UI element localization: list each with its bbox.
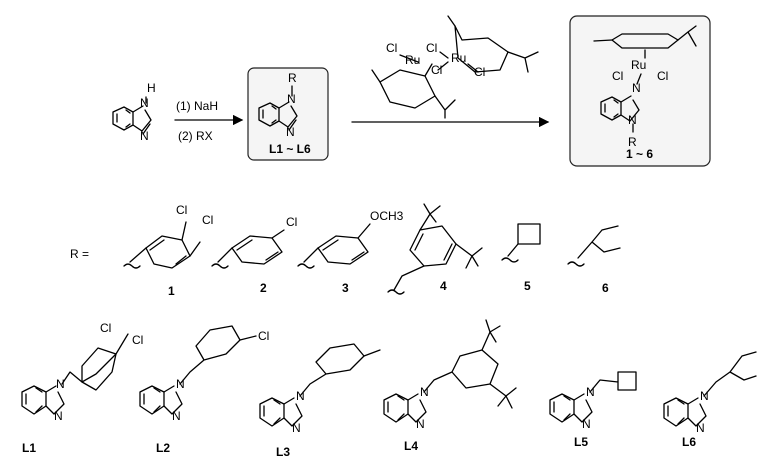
atom-cl: Cl (202, 213, 213, 227)
ru-complex-structure: Ru Cl Cl N N R (593, 25, 697, 149)
complex-box (569, 15, 711, 167)
ligand-box (247, 67, 329, 161)
atom-cl: Cl (132, 333, 143, 347)
ligand-l1: N N Cl Cl (21, 321, 143, 423)
atom-n: N (56, 377, 65, 391)
atom-cl: Cl (286, 215, 297, 229)
ligand-l6: N N (663, 351, 757, 435)
atom-och3: OCH3 (370, 209, 404, 223)
atom-r: R (628, 135, 637, 149)
atom-n: N (172, 409, 181, 423)
atom-n: N (292, 421, 301, 435)
atom-cl-left: Cl (612, 69, 623, 83)
substituent-2: Cl (211, 215, 297, 269)
substituent-5 (501, 223, 541, 263)
atom-ru-b: Ru (451, 51, 466, 65)
atom-ru: Ru (631, 58, 646, 72)
atom-r: R (288, 71, 297, 85)
atom-n: N (696, 421, 705, 435)
substituent-2-label: 2 (260, 281, 267, 295)
atom-cl-b: Cl (426, 41, 437, 55)
ligand-l5: N N (549, 371, 637, 431)
substituent-5-label: 5 (524, 279, 531, 293)
atom-n: N (420, 385, 429, 399)
ligand-range-label: L1 ~ L6 (269, 142, 311, 156)
atom-h: H (147, 81, 156, 95)
atom-n1: N (628, 113, 637, 127)
atom-ru-a: Ru (405, 53, 420, 67)
substituent-1: Cl Cl (123, 203, 213, 269)
substituent-4 (387, 203, 483, 295)
ligand-l4-label: L4 (404, 439, 418, 453)
substituent-6-label: 6 (602, 281, 609, 295)
atom-cl-right: Cl (657, 69, 668, 83)
substituent-3: OCH3 (297, 209, 404, 269)
atom-n3: N (140, 129, 149, 143)
ligand-l4: N N (383, 319, 517, 431)
atom-n: N (54, 409, 63, 423)
ligand-l6-label: L6 (682, 435, 696, 449)
substituent-3-label: 3 (342, 281, 349, 295)
atom-cl-a: Cl (386, 41, 397, 55)
ligand-l5-label: L5 (574, 435, 588, 449)
substituent-1-label: 1 (168, 284, 175, 298)
atom-cl: Cl (258, 329, 269, 343)
atom-n1: N (287, 92, 296, 106)
atom-n3: N (632, 81, 641, 95)
substituent-4-label: 4 (440, 279, 447, 293)
condition-nah: (1) NaH (176, 99, 218, 113)
substituent-6 (567, 225, 621, 267)
atom-cl: Cl (100, 321, 111, 335)
ligand-l3-label: L3 (276, 445, 290, 459)
ligand-l1-label: L1 (22, 441, 36, 455)
ligand-structure: N N R (258, 71, 298, 139)
condition-rx: (2) RX (178, 129, 213, 143)
atom-n: N (416, 417, 425, 431)
atom-n1: N (140, 96, 149, 110)
atom-n: N (296, 389, 305, 403)
ligand-l2: N N Cl (139, 325, 269, 423)
atom-n: N (700, 389, 709, 403)
ru-dimer-reagent: Cl Ru Cl Cl Ru Cl (371, 15, 539, 119)
atom-n: N (586, 385, 595, 399)
atom-n3: N (286, 125, 295, 139)
atom-cl-d: Cl (474, 65, 485, 79)
atom-cl-c: Cl (431, 63, 442, 77)
r-equals-label: R = (70, 247, 89, 261)
benzimidazole-start: N N H (112, 81, 156, 143)
complex-range-label: 1 ~ 6 (626, 147, 653, 161)
atom-n: N (176, 377, 185, 391)
atom-n: N (582, 417, 591, 431)
atom-cl: Cl (176, 203, 187, 217)
ligand-l2-label: L2 (156, 441, 170, 455)
ligand-l3: N N (259, 343, 381, 435)
